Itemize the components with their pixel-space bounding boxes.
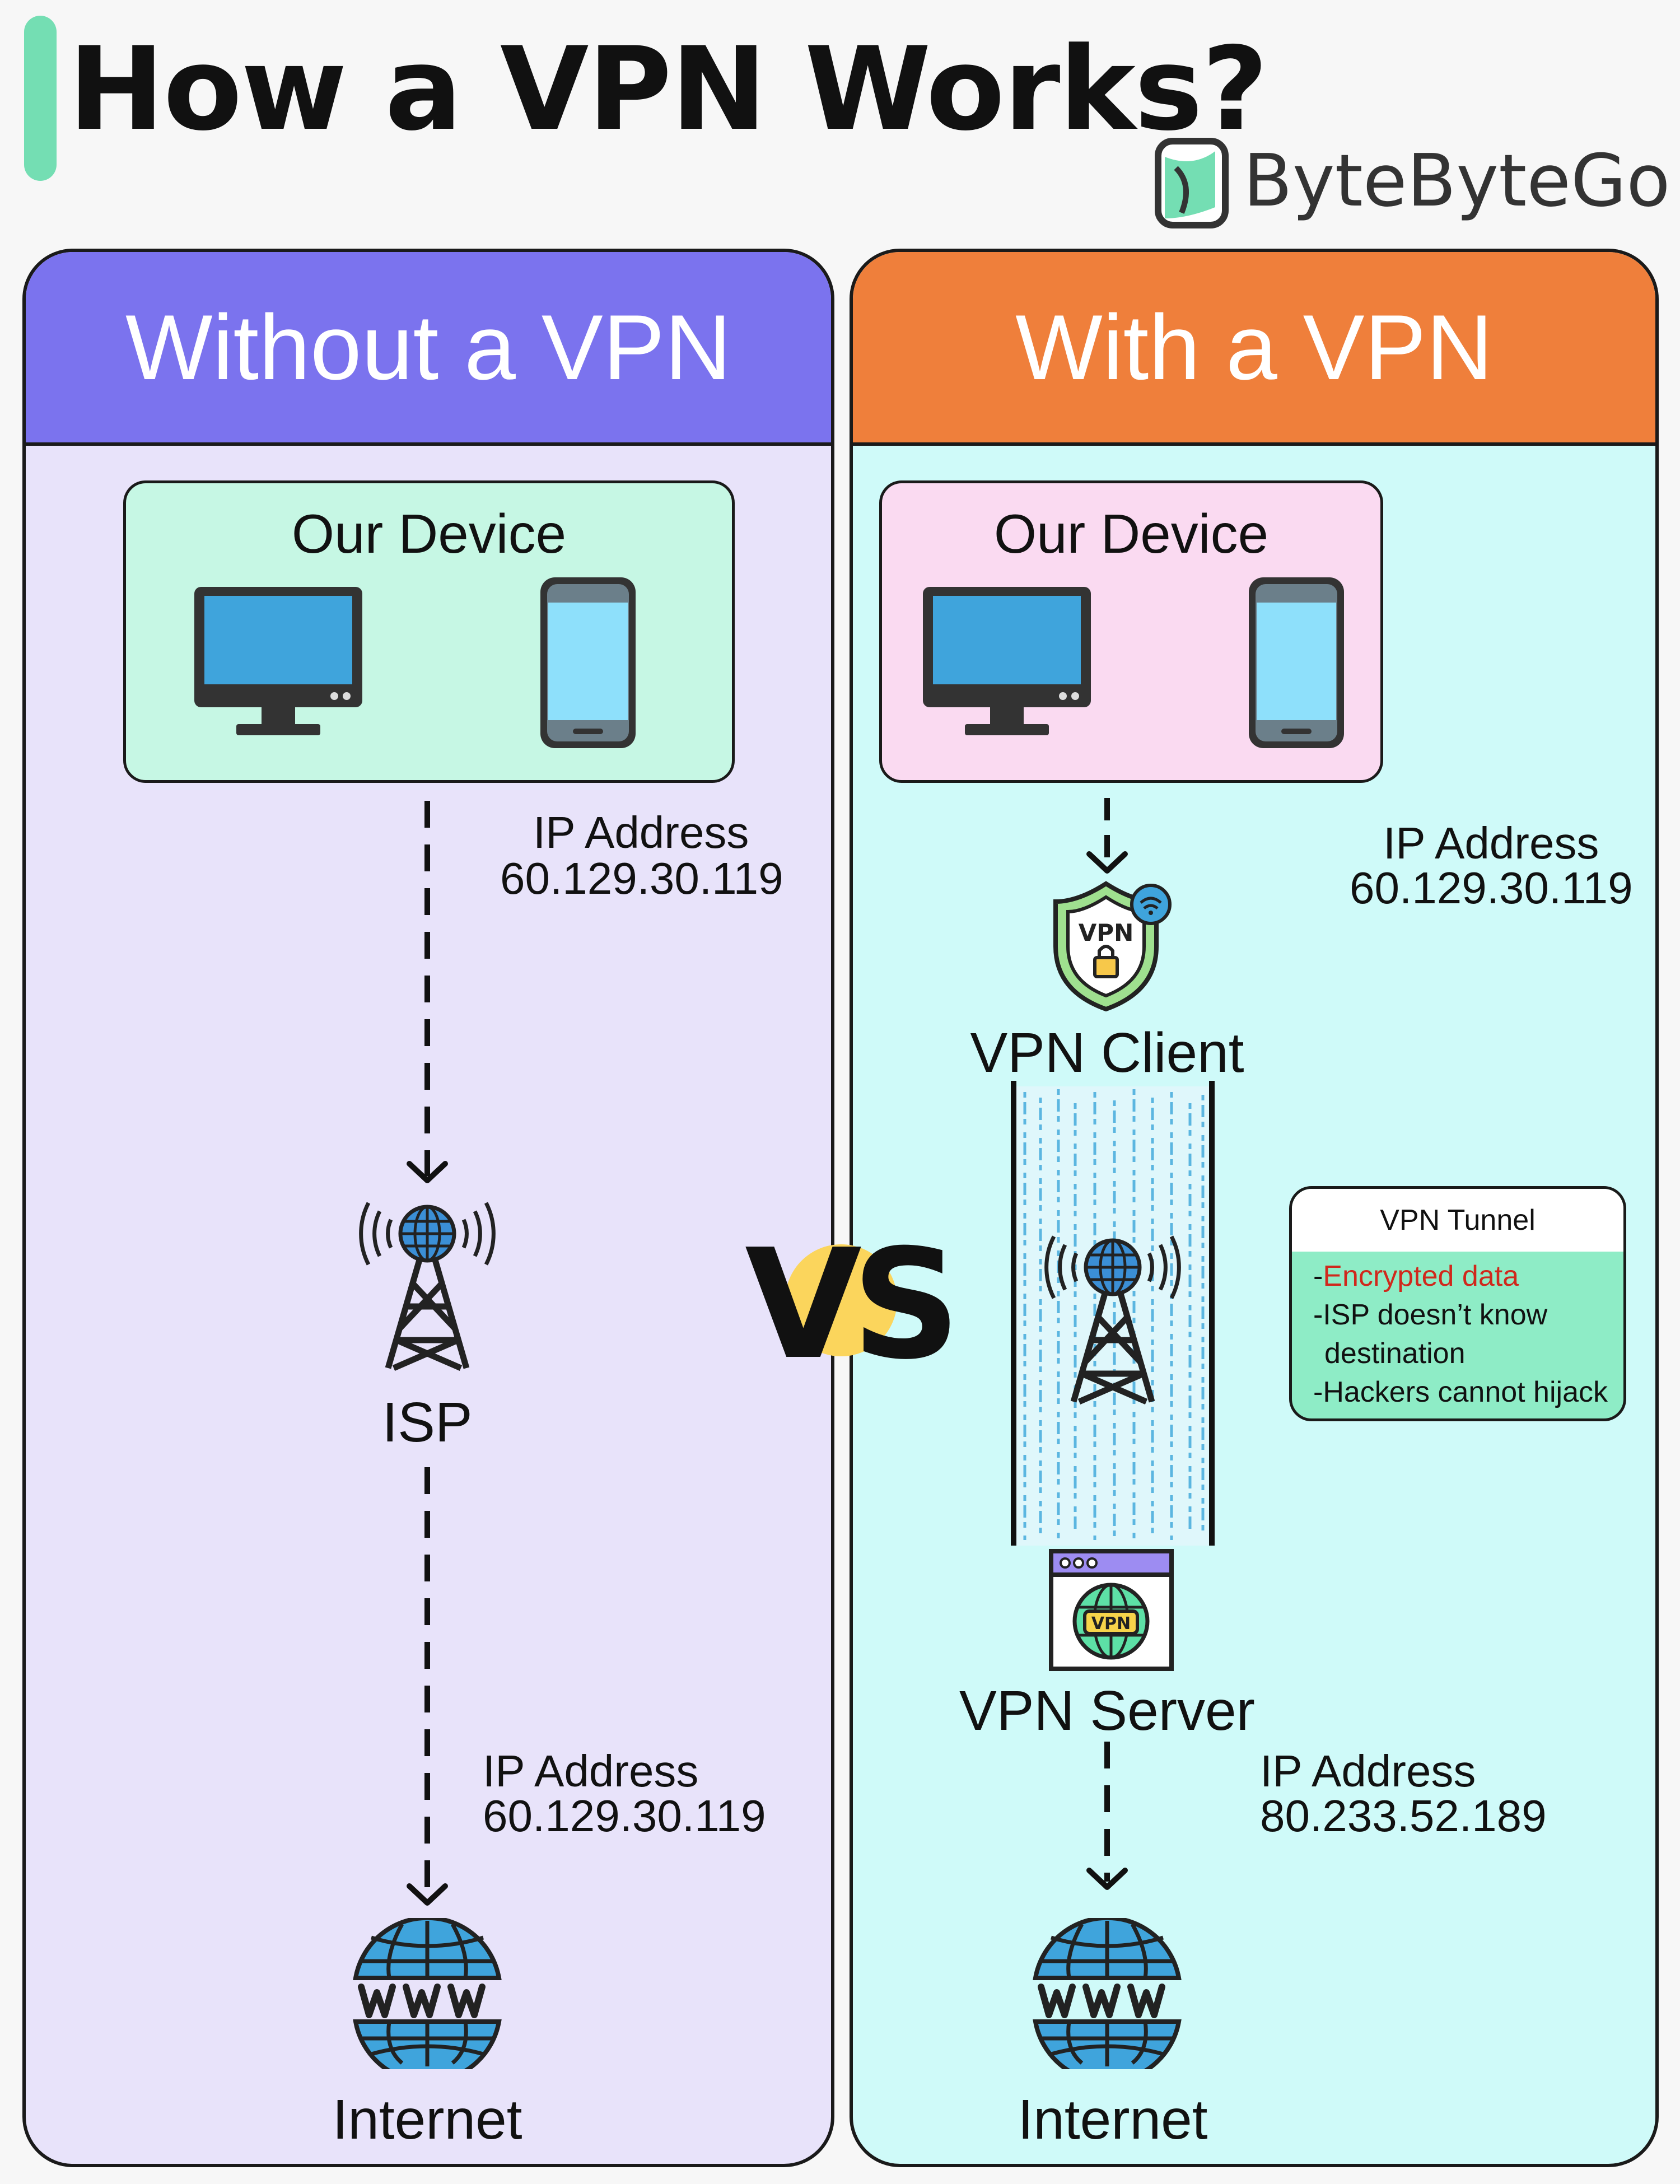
with-vpn-header: With a VPN [853, 252, 1655, 446]
right-device-label: Our Device [993, 503, 1269, 564]
right-ip2-label: IP Address [1260, 1746, 1476, 1796]
tunnel-box-title: VPN Tunnel [1292, 1189, 1623, 1252]
left-device-label: Our Device [291, 503, 567, 564]
right-flow-arrows [1011, 798, 1215, 2184]
isp-label: ISP [382, 1391, 473, 1454]
vpn-tunnel-info-box: VPN Tunnel -Encrypted data -ISP doesn’t … [1289, 1186, 1626, 1421]
tunnel-feature-list: -Encrypted data -ISP doesn’t know destin… [1292, 1252, 1623, 1412]
right-ip1-label: IP Address [1383, 818, 1599, 868]
isp-tower-icon [343, 1200, 511, 1390]
tunnel-item: -Encrypted data [1313, 1260, 1519, 1292]
vpn-server-label: VPN Server [959, 1679, 1255, 1742]
vpn-server-badge: VPN [1091, 1614, 1131, 1634]
globe-www-icon [352, 1918, 503, 2069]
vpn-shield-text: VPN [1079, 919, 1133, 946]
page-title: How a VPN Works? [68, 23, 1268, 156]
tunnel-item: -ISP doesn’t know [1313, 1299, 1548, 1331]
left-ip2-value: 60.129.30.119 [483, 1791, 766, 1841]
left-flow-arrows [0, 801, 840, 2184]
without-vpn-header: Without a VPN [26, 252, 831, 446]
vpn-client-label: VPN Client [970, 1021, 1244, 1084]
right-our-device-box: Our Device [879, 480, 1383, 783]
vs-label: VS [745, 1216, 960, 1393]
vpn-server-icon: VPN [1049, 1549, 1174, 1671]
vpn-shield-icon: VPN [1053, 881, 1172, 1012]
left-ip1-label: IP Address [533, 808, 749, 857]
globe-www-icon [1032, 1918, 1183, 2069]
right-ip2-value: 80.233.52.189 [1260, 1791, 1547, 1841]
right-internet-label: Internet [1018, 2088, 1208, 2151]
right-ip1-value: 60.129.30.119 [1350, 863, 1633, 913]
tunnel-item: destination [1324, 1337, 1466, 1370]
title-accent-bar [24, 16, 57, 181]
left-ip1-value: 60.129.30.119 [500, 853, 783, 903]
left-internet-label: Internet [332, 2088, 522, 2151]
left-ip2-label: IP Address [483, 1746, 699, 1796]
bytebytego-logo-icon [1155, 138, 1229, 228]
vpn-tunnel [1011, 1081, 1215, 1546]
brand-name: ByteByteGo [1243, 139, 1670, 223]
left-our-device-box: Our Device [123, 480, 735, 783]
vs-circle [785, 1244, 897, 1356]
tunnel-item: -Hackers cannot hijack [1313, 1376, 1608, 1408]
tunnel-tower-icon [1029, 1234, 1197, 1424]
